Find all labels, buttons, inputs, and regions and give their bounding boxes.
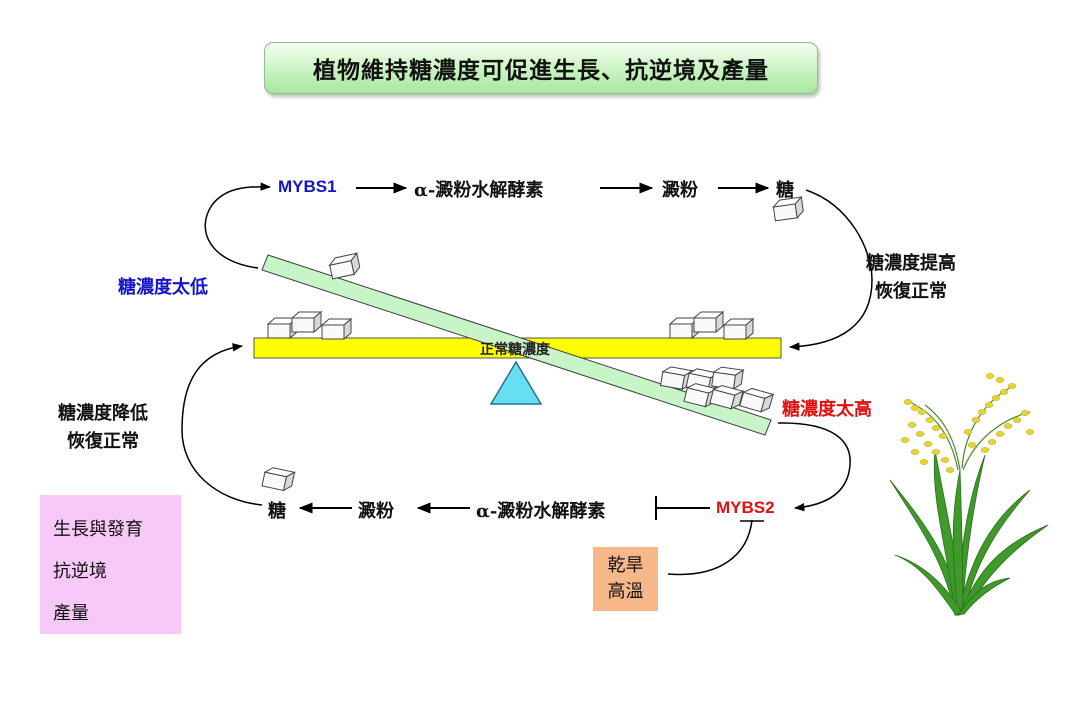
outcomes-box: 生長與發育 抗逆境 產量 — [40, 495, 181, 634]
sugar-cube-icon — [723, 318, 754, 340]
stress-box: 乾旱 高溫 — [593, 547, 658, 611]
outcome-growth: 生長與發育 — [53, 519, 143, 540]
too-high-label: 糖濃度太高 — [782, 399, 872, 420]
too-low-label: 糖濃度太低 — [118, 277, 208, 298]
raise-recovery-label: 糖濃度提高 恢復正常 — [866, 250, 956, 306]
stress-to-mybs2-curve — [667, 519, 753, 576]
sugar-cube-icon — [693, 311, 724, 333]
normal-sugar-label: 正常糖濃度 — [480, 342, 550, 358]
tilted-seesaw-plank — [261, 254, 772, 436]
lower-recovery-label: 糖濃度降低 恢復正常 — [58, 400, 148, 456]
mybs2-gene: MYBS2 — [716, 498, 775, 517]
diagram-title: 植物維持糖濃度可促進生長、抗逆境及產量 — [264, 42, 818, 94]
sugar-bottom: 糖 — [268, 501, 286, 522]
sugar-cube-icon — [739, 386, 774, 415]
sugar-cube-icon — [261, 465, 296, 493]
sugar-cube-icon — [291, 311, 322, 333]
outcome-stress-tolerance: 抗逆境 — [53, 561, 107, 582]
stress-heat: 高溫 — [607, 581, 644, 602]
raise-line-1: 糖濃度提高 — [866, 253, 956, 274]
starch-top: 澱粉 — [662, 180, 698, 201]
raise-line-2: 恢復正常 — [875, 281, 947, 302]
sugar-cube-icon — [327, 252, 362, 280]
sugar-cube-icon — [321, 318, 352, 340]
arrow-low-to-mybs1 — [204, 182, 272, 269]
arrow-sugar-to-normal — [788, 189, 873, 351]
starch-bottom: 澱粉 — [358, 501, 394, 522]
lower-line-1: 糖濃度降低 — [58, 403, 148, 424]
outcome-yield: 產量 — [53, 603, 89, 624]
lower-line-2: 恢復正常 — [67, 431, 139, 452]
arrow-sugar-to-normal-left — [181, 343, 263, 506]
alpha-amylase-bottom: α-澱粉水解酵素 — [476, 501, 606, 522]
stress-drought: 乾旱 — [607, 555, 644, 576]
arrow-high-to-mybs2 — [777, 422, 851, 512]
mybs1-gene: MYBS1 — [278, 177, 337, 196]
alpha-amylase-top: α-澱粉水解酵素 — [414, 180, 544, 201]
sugar-top: 糖 — [776, 180, 794, 201]
rice-plant-icon — [889, 373, 1049, 616]
fulcrum-triangle — [489, 360, 543, 405]
sugar-cube-icon — [711, 365, 744, 391]
